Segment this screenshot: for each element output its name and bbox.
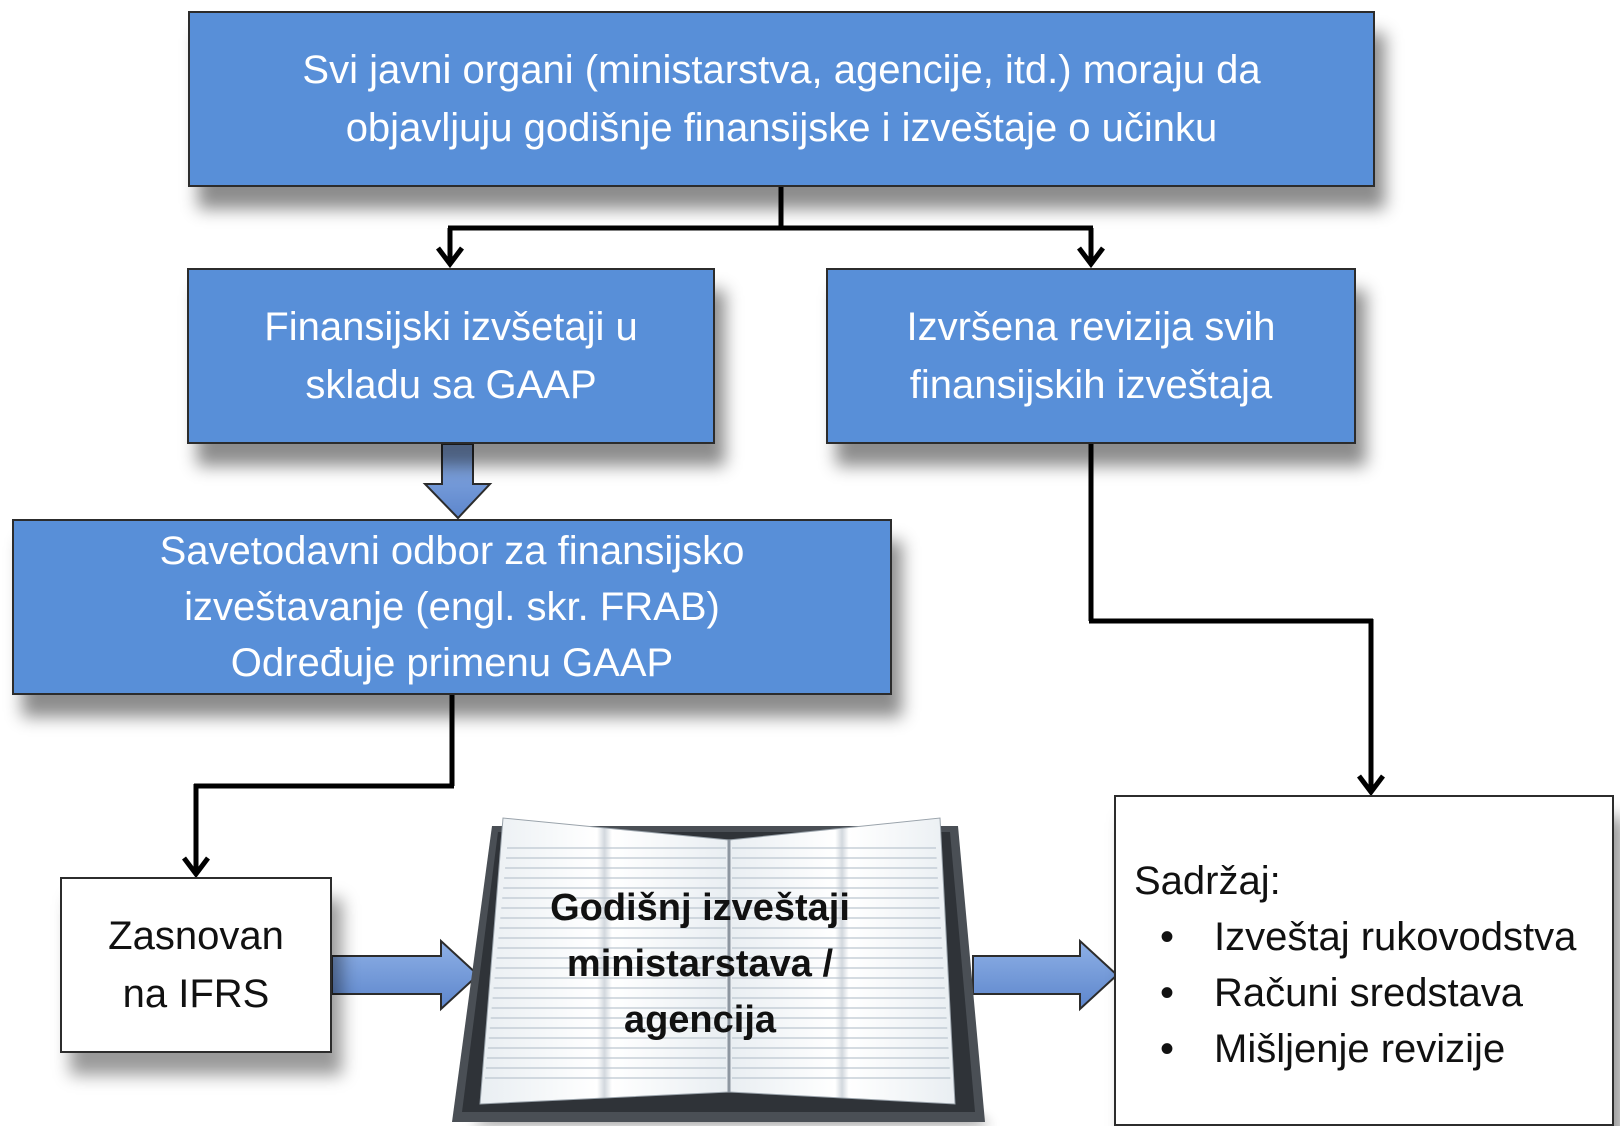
- right-block-arrow-right-icon: [972, 938, 1119, 1012]
- ifrs-box-line-2: na IFRS: [122, 972, 270, 1016]
- book-icon: [452, 817, 992, 1126]
- book-title-line-2: ministarstava /: [566, 943, 834, 985]
- arrowhead-ifrs-icon: [182, 856, 210, 879]
- arrowhead-right-icon: [1077, 246, 1105, 269]
- frab-connector: [193, 695, 455, 872]
- split-connector: [447, 187, 1094, 262]
- ifrs-box: Zasnovan na IFRS: [60, 877, 332, 1053]
- book-title-line-1: Godišnj izveštaji: [550, 887, 850, 929]
- audit-box-line-1: Izvršena revizija svih: [906, 305, 1276, 349]
- top-box: Svi javni organi (ministarstva, agencije…: [188, 11, 1375, 187]
- bullet-icon: •: [1160, 915, 1175, 959]
- book-title-line-3: agencija: [623, 999, 777, 1041]
- contents-item-label: Izveštaj rukovodstva: [1214, 915, 1577, 959]
- down-block-arrow-icon: [422, 443, 493, 520]
- list-item: • Računi sredstava: [1134, 965, 1576, 1021]
- contents-box: Sadržaj: • Izveštaj rukovodstva • Računi…: [1114, 795, 1614, 1126]
- audit-box-line-2: finansijskih izveštaja: [909, 363, 1273, 407]
- gaap-box: Finansijski izvšetaji u skladu sa GAAP: [187, 268, 715, 444]
- frab-box-line-3: Određuje primenu GAAP: [230, 641, 674, 685]
- contents-heading: Sadržaj:: [1134, 859, 1281, 903]
- top-box-line-2: objavljuju godišnje finansijske i izvešt…: [345, 106, 1218, 150]
- list-item: • Mišljenje revizije: [1134, 1021, 1576, 1077]
- frab-box-line-2: izveštavanje (engl. skr. FRAB): [184, 585, 720, 629]
- audit-box: Izvršena revizija svih finansijskih izve…: [826, 268, 1356, 444]
- contents-list: • Izveštaj rukovodstva • Računi sredstav…: [1134, 909, 1576, 1077]
- arrowhead-left-icon: [436, 246, 464, 269]
- bullet-icon: •: [1160, 971, 1175, 1015]
- top-box-line-1: Svi javni organi (ministarstva, agencije…: [302, 48, 1261, 92]
- contents-item-label: Mišljenje revizije: [1214, 1027, 1506, 1071]
- bullet-icon: •: [1160, 1027, 1175, 1071]
- list-item: • Izveštaj rukovodstva: [1134, 909, 1576, 965]
- gaap-box-line-1: Finansijski izvšetaji u: [264, 305, 638, 349]
- audit-connector: [1088, 444, 1374, 790]
- arrowhead-contents-icon: [1357, 774, 1385, 797]
- contents-item-label: Računi sredstava: [1214, 971, 1524, 1015]
- frab-box: Savetodavni odbor za finansijsko izvešta…: [12, 519, 892, 695]
- book-title: Godišnj izveštaji ministarstava / agenci…: [520, 880, 880, 1048]
- gaap-box-line-2: skladu sa GAAP: [305, 363, 597, 407]
- ifrs-box-line-1: Zasnovan: [108, 914, 284, 958]
- right-block-arrow-left-icon: [331, 938, 480, 1012]
- frab-box-line-1: Savetodavni odbor za finansijsko: [159, 529, 745, 573]
